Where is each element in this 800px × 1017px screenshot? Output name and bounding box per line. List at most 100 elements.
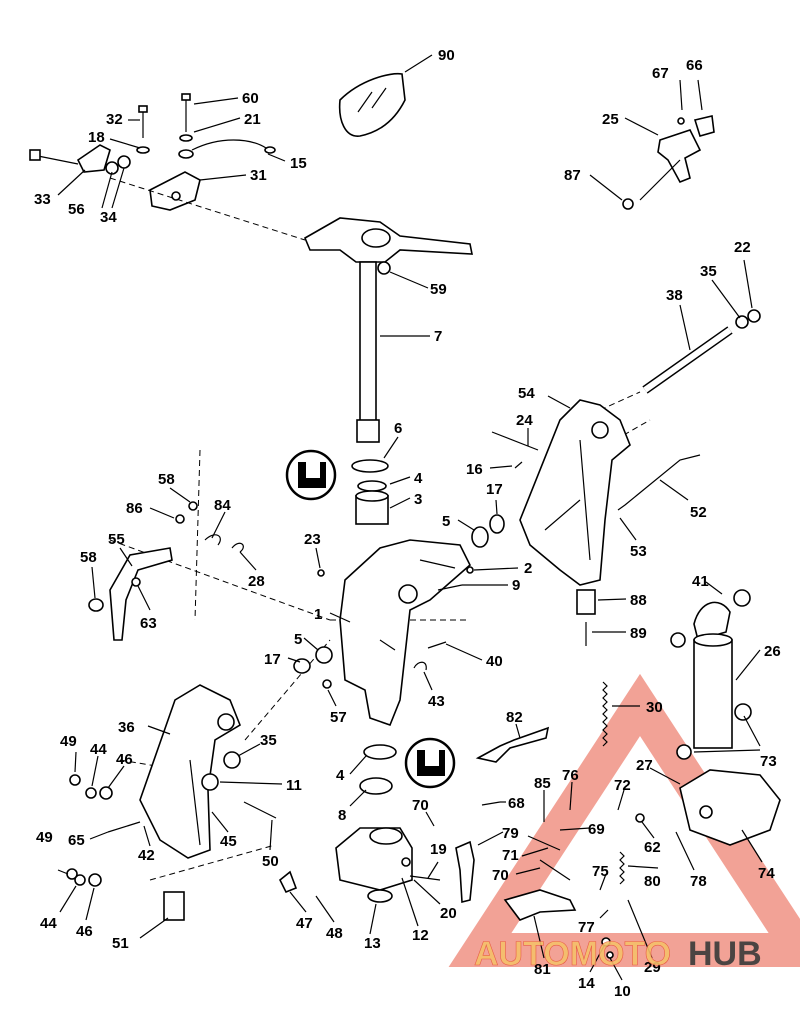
screw-68: [481, 801, 501, 806]
label-42: 42: [138, 847, 155, 864]
block-31: [149, 171, 201, 211]
screw-16: [514, 461, 523, 469]
label-69: 69: [588, 821, 605, 838]
label-90: 90: [438, 47, 455, 64]
plate-51: [163, 891, 185, 921]
label-70b: 70: [492, 867, 509, 884]
label-32: 32: [106, 111, 123, 128]
pin-40: [427, 641, 447, 649]
label-49b: 49: [36, 829, 53, 846]
screw-20: [409, 875, 441, 881]
nut-57: [322, 679, 332, 689]
label-43: 43: [428, 693, 445, 710]
label-58b: 58: [80, 549, 97, 566]
label-24: 24: [516, 412, 533, 429]
lever-81: [503, 889, 577, 921]
lever-79: [455, 840, 475, 904]
label-5b: 5: [294, 631, 302, 648]
label-54: 54: [518, 385, 535, 402]
nut-14: [601, 937, 611, 947]
label-53: 53: [630, 543, 647, 560]
bracket-56: [29, 144, 131, 175]
bushing-5b: [315, 646, 333, 664]
cylinder-26: [670, 589, 752, 760]
label-4b: 4: [336, 767, 345, 784]
washer-4b: [363, 744, 397, 760]
label-82: 82: [506, 709, 523, 726]
label-66: 66: [686, 57, 703, 74]
label-57: 57: [330, 709, 347, 726]
nut-49a: [69, 774, 81, 786]
screw-24: [491, 431, 539, 451]
pin-62: [635, 813, 645, 823]
label-31: 31: [250, 167, 267, 184]
label-7: 7: [434, 328, 442, 345]
washer-11: [201, 773, 219, 791]
label-52: 52: [690, 504, 707, 521]
label-40: 40: [486, 653, 503, 670]
links-71-70: [527, 835, 571, 881]
label-60: 60: [242, 90, 259, 107]
label-19: 19: [430, 841, 447, 858]
label-80: 80: [644, 873, 661, 890]
label-74: 74: [758, 865, 775, 882]
washer-17b: [293, 658, 311, 674]
label-84: 84: [214, 497, 231, 514]
label-79: 79: [502, 825, 519, 842]
pin-9: [437, 584, 463, 591]
label-49a: 49: [60, 733, 77, 750]
label-45: 45: [220, 833, 237, 850]
label-25: 25: [602, 111, 619, 128]
label-87: 87: [564, 167, 581, 184]
nut-13: [367, 889, 393, 903]
bracket-82: [475, 726, 550, 763]
label-5a: 5: [442, 513, 450, 530]
label-58a: 58: [158, 471, 175, 488]
label-9: 9: [512, 577, 520, 594]
label-22: 22: [734, 239, 751, 256]
bushings-6-4-3: [351, 459, 389, 525]
label-48: 48: [326, 925, 343, 942]
label-35b: 35: [260, 732, 277, 749]
lubricant-icon-lower: [404, 737, 456, 789]
watermark-brand-left: AUTOMOTO: [474, 935, 671, 973]
label-67: 67: [652, 65, 669, 82]
bolt-50: [243, 801, 277, 819]
label-1: 1: [314, 606, 322, 623]
pin-2: [466, 566, 474, 574]
link-55: [88, 547, 173, 641]
label-70a: 70: [412, 797, 429, 814]
washer-44a: [85, 787, 97, 799]
cover-part-90: [338, 72, 406, 137]
shaft-38: [642, 309, 761, 394]
screw-23: [317, 569, 325, 577]
label-38: 38: [666, 287, 683, 304]
label-16: 16: [466, 461, 483, 478]
label-75: 75: [592, 863, 609, 880]
label-46b: 46: [76, 923, 93, 940]
washer-46a: [99, 786, 113, 800]
label-20: 20: [440, 905, 457, 922]
lubricant-icon: [285, 449, 337, 501]
label-72: 72: [614, 777, 631, 794]
spring-30: [602, 681, 608, 747]
stern-bracket-54: [519, 399, 631, 586]
label-44a: 44: [90, 741, 107, 758]
nut-35: [223, 751, 241, 769]
label-10: 10: [614, 983, 631, 1000]
label-59: 59: [430, 281, 447, 298]
label-13: 13: [364, 935, 381, 952]
label-46a: 46: [116, 751, 133, 768]
label-88: 88: [630, 592, 647, 609]
label-4a: 4: [414, 470, 423, 487]
label-65: 65: [68, 832, 85, 849]
washer-86: [175, 514, 185, 524]
label-63: 63: [140, 615, 157, 632]
label-21: 21: [244, 111, 261, 128]
label-44b: 44: [40, 915, 57, 932]
washer-17a: [489, 514, 505, 534]
label-12: 12: [412, 927, 429, 944]
label-29: 29: [644, 959, 661, 976]
spring-29: [619, 851, 625, 885]
